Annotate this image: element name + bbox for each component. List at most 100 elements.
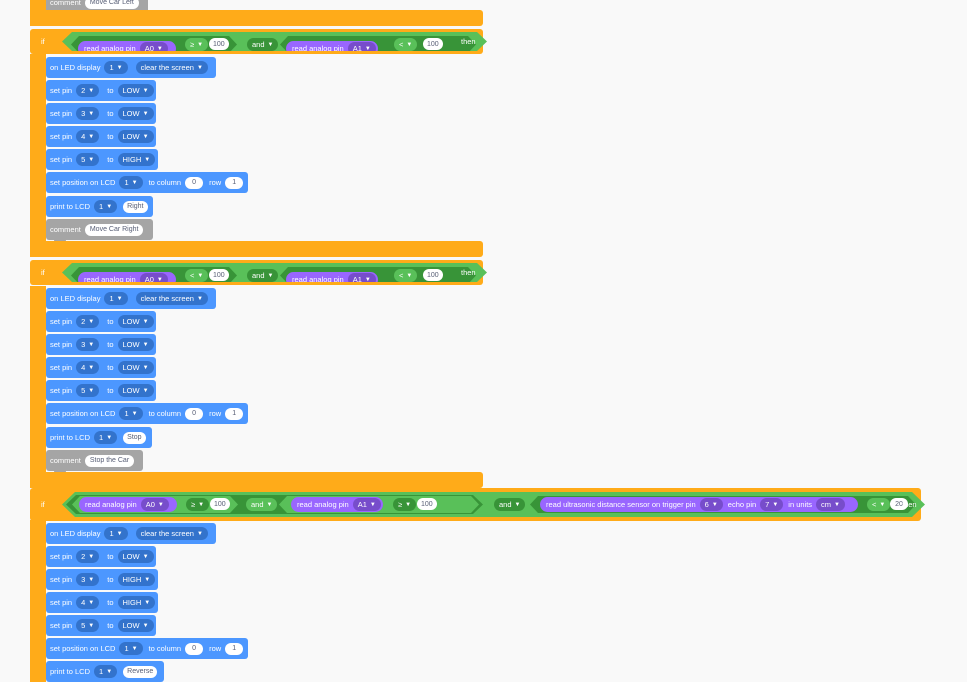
display-dropdown[interactable]: 1▼ bbox=[104, 61, 128, 74]
value-input[interactable]: 100 bbox=[209, 38, 229, 50]
pin-dropdown[interactable]: 4▼ bbox=[76, 596, 100, 609]
echo-pin-dropdown[interactable]: 7▼ bbox=[760, 498, 783, 511]
level-dropdown[interactable]: LOW▼ bbox=[117, 315, 154, 328]
value-input[interactable]: 100 bbox=[209, 269, 229, 281]
led-display-clear-block[interactable]: on LED display 1▼ clear the screen▼ bbox=[46, 57, 216, 78]
lcd-dropdown[interactable]: 1▼ bbox=[94, 665, 118, 678]
operator-dropdown[interactable]: <▼ bbox=[394, 38, 417, 51]
set-pin-block[interactable]: set pin 2▼ to LOW▼ bbox=[46, 311, 156, 332]
level-dropdown[interactable]: LOW▼ bbox=[117, 619, 154, 632]
print-lcd-block[interactable]: print to LCD 1▼ Right bbox=[46, 196, 153, 217]
level-dropdown[interactable]: LOW▼ bbox=[117, 107, 154, 120]
lcd-position-block[interactable]: set position on LCD 1▼ to column 0 row 1 bbox=[46, 403, 248, 424]
lcd-position-block[interactable]: set position on LCD 1▼ to column 0 row 1 bbox=[46, 172, 248, 193]
value-input[interactable]: 20 bbox=[890, 498, 908, 510]
print-text-input[interactable]: Right bbox=[123, 200, 148, 213]
read-analog-pin-block[interactable]: read analog pin A0▼ bbox=[78, 41, 176, 56]
compare-operator[interactable]: read analog pin A1▼ <▼ 100 bbox=[280, 36, 476, 53]
units-dropdown[interactable]: cm▼ bbox=[816, 498, 845, 511]
if-block-header[interactable]: if read analog pin A0▼ <▼ 100 and▼ read … bbox=[30, 260, 483, 285]
read-analog-pin-block[interactable]: read analog pin A0▼ bbox=[78, 272, 176, 287]
level-dropdown[interactable]: LOW▼ bbox=[117, 338, 154, 351]
level-dropdown[interactable]: LOW▼ bbox=[117, 361, 154, 374]
value-input[interactable]: 100 bbox=[417, 498, 437, 510]
if-block-header[interactable]: if read analog pin A0▼ ≥▼ 100 and▼ read … bbox=[30, 29, 483, 54]
operator-dropdown[interactable]: ≥▼ bbox=[393, 498, 416, 511]
and-operator[interactable]: read analog pin A0▼ ≥▼ 100 and▼ read ana… bbox=[62, 492, 925, 517]
value-input[interactable]: 100 bbox=[423, 38, 443, 50]
display-dropdown[interactable]: 1▼ bbox=[104, 292, 128, 305]
pin-dropdown[interactable]: A1▼ bbox=[348, 42, 376, 55]
pin-dropdown[interactable]: 3▼ bbox=[76, 573, 100, 586]
read-analog-pin-block[interactable]: read analog pin A0▼ bbox=[79, 497, 177, 512]
print-text-input[interactable]: Stop bbox=[123, 431, 146, 444]
level-dropdown[interactable]: HIGH▼ bbox=[117, 573, 156, 586]
set-pin-block[interactable]: set pin 5▼ to HIGH▼ bbox=[46, 149, 158, 170]
compare-operator[interactable]: read analog pin A0▼ ≥▼ 100 bbox=[71, 36, 237, 53]
and-operator[interactable]: read analog pin A0▼ ≥▼ 100 and▼ read ana… bbox=[62, 32, 487, 51]
print-text-input[interactable]: Reverse bbox=[123, 665, 158, 678]
column-input[interactable]: 0 bbox=[185, 176, 204, 189]
lcd-position-block[interactable]: set position on LCD 1▼ to column 0 row 1 bbox=[46, 638, 248, 659]
set-pin-block[interactable]: set pin 2▼ to LOW▼ bbox=[46, 546, 156, 567]
read-analog-pin-block[interactable]: read analog pin A1▼ bbox=[286, 272, 378, 287]
lcd-dropdown[interactable]: 1▼ bbox=[119, 407, 143, 420]
lcd-dropdown[interactable]: 1▼ bbox=[119, 642, 143, 655]
operator-dropdown[interactable]: <▼ bbox=[185, 269, 208, 282]
and-dropdown[interactable]: and▼ bbox=[246, 498, 277, 511]
action-dropdown[interactable]: clear the screen▼ bbox=[135, 61, 208, 74]
pin-dropdown[interactable]: A0▼ bbox=[141, 498, 169, 511]
operator-dropdown[interactable]: <▼ bbox=[867, 498, 890, 511]
trigger-pin-dropdown[interactable]: 6▼ bbox=[700, 498, 723, 511]
operator-dropdown[interactable]: ≥▼ bbox=[186, 498, 209, 511]
compare-operator[interactable]: read analog pin A0▼ <▼ 100 bbox=[71, 267, 237, 284]
level-dropdown[interactable]: LOW▼ bbox=[117, 384, 154, 397]
led-display-clear-block[interactable]: on LED display 1▼ clear the screen▼ bbox=[46, 523, 216, 544]
level-dropdown[interactable]: LOW▼ bbox=[117, 550, 154, 563]
set-pin-block[interactable]: set pin 3▼ to HIGH▼ bbox=[46, 569, 158, 590]
compare-operator[interactable]: read ultrasonic distance sensor on trigg… bbox=[530, 496, 916, 513]
comment-block[interactable]: comment Move Car Right bbox=[46, 219, 153, 243]
action-dropdown[interactable]: clear the screen▼ bbox=[135, 292, 208, 305]
set-pin-block[interactable]: set pin 5▼ to LOW▼ bbox=[46, 380, 156, 401]
row-input[interactable]: 1 bbox=[225, 642, 244, 655]
level-dropdown[interactable]: HIGH▼ bbox=[117, 153, 156, 166]
pin-dropdown[interactable]: 2▼ bbox=[76, 315, 100, 328]
compare-operator[interactable]: read analog pin A1▼ <▼ 100 bbox=[280, 267, 476, 284]
set-pin-block[interactable]: set pin 4▼ to HIGH▼ bbox=[46, 592, 158, 613]
operator-dropdown[interactable]: ≥▼ bbox=[185, 38, 208, 51]
pin-dropdown[interactable]: A1▼ bbox=[353, 498, 381, 511]
pin-dropdown[interactable]: 5▼ bbox=[76, 619, 100, 632]
row-input[interactable]: 1 bbox=[225, 407, 244, 420]
lcd-dropdown[interactable]: 1▼ bbox=[94, 200, 118, 213]
read-analog-pin-block[interactable]: read analog pin A1▼ bbox=[286, 41, 378, 56]
lcd-dropdown[interactable]: 1▼ bbox=[119, 176, 143, 189]
and-dropdown[interactable]: and▼ bbox=[247, 38, 278, 51]
set-pin-block[interactable]: set pin 3▼ to LOW▼ bbox=[46, 103, 156, 124]
operator-dropdown[interactable]: <▼ bbox=[394, 269, 417, 282]
comment-block[interactable]: comment Stop the Car bbox=[46, 450, 143, 474]
value-input[interactable]: 100 bbox=[423, 269, 443, 281]
pin-dropdown[interactable]: 5▼ bbox=[76, 153, 100, 166]
action-dropdown[interactable]: clear the screen▼ bbox=[135, 527, 208, 540]
pin-dropdown[interactable]: A1▼ bbox=[348, 273, 376, 286]
print-lcd-block[interactable]: print to LCD 1▼ Reverse bbox=[46, 661, 164, 682]
set-pin-block[interactable]: set pin 3▼ to LOW▼ bbox=[46, 334, 156, 355]
set-pin-block[interactable]: set pin 4▼ to LOW▼ bbox=[46, 357, 156, 378]
pin-dropdown[interactable]: 4▼ bbox=[76, 130, 100, 143]
and-dropdown[interactable]: and▼ bbox=[494, 498, 525, 511]
pin-dropdown[interactable]: 2▼ bbox=[76, 550, 100, 563]
led-display-clear-block[interactable]: on LED display 1▼ clear the screen▼ bbox=[46, 288, 216, 309]
level-dropdown[interactable]: LOW▼ bbox=[117, 84, 154, 97]
if-block-header[interactable]: if read analog pin A0▼ ≥▼ 100 and▼ read … bbox=[30, 488, 921, 521]
compare-operator[interactable]: read analog pin A0▼ ≥▼ 100 bbox=[72, 496, 238, 513]
ultrasonic-sensor-block[interactable]: read ultrasonic distance sensor on trigg… bbox=[540, 497, 858, 512]
pin-dropdown[interactable]: 3▼ bbox=[76, 338, 100, 351]
pin-dropdown[interactable]: 3▼ bbox=[76, 107, 100, 120]
row-input[interactable]: 1 bbox=[225, 176, 244, 189]
comment-text[interactable]: Move Car Right bbox=[84, 223, 144, 236]
and-operator[interactable]: read analog pin A0▼ <▼ 100 and▼ read ana… bbox=[62, 263, 487, 282]
column-input[interactable]: 0 bbox=[185, 642, 204, 655]
lcd-dropdown[interactable]: 1▼ bbox=[94, 431, 118, 444]
level-dropdown[interactable]: LOW▼ bbox=[117, 130, 154, 143]
